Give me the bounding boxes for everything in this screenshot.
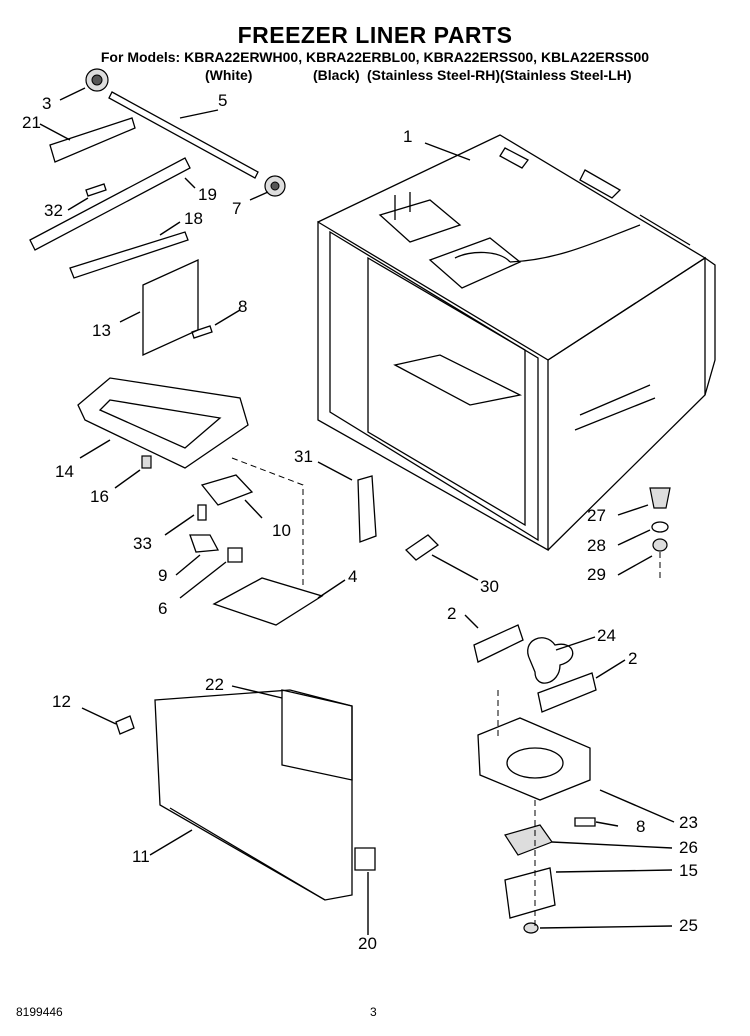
callout-12: 12 (52, 692, 71, 711)
part-2-pad-lower (537, 672, 597, 713)
part-22-vent (281, 689, 353, 781)
callout-22: 22 (205, 675, 224, 694)
callout-19: 19 (198, 185, 217, 204)
callout-13: 13 (92, 321, 111, 340)
part-5-rod (108, 91, 259, 179)
callout-7: 7 (232, 199, 242, 218)
callout-9: 9 (158, 566, 168, 585)
callout-8-upper: 8 (238, 297, 248, 316)
part-11-panel (154, 689, 353, 901)
callout-4: 4 (348, 567, 358, 586)
part-9-knob (189, 534, 220, 553)
part-28-ring (651, 521, 669, 533)
callout-3: 3 (42, 94, 52, 113)
part-26-motor (504, 824, 553, 856)
callout-15: 15 (679, 861, 698, 880)
part-19-rail (29, 157, 191, 251)
callout-25: 25 (679, 916, 698, 935)
callout-11: 11 (132, 847, 150, 866)
callout-6: 6 (158, 599, 168, 618)
callout-20: 20 (358, 934, 377, 953)
part-12-screw (115, 715, 135, 735)
part-23-fan-housing (477, 717, 591, 801)
page-title: FREEZER LINER PARTS (237, 22, 513, 48)
part-7-gear (264, 175, 286, 197)
part-18-rail (69, 231, 189, 279)
callout-23: 23 (679, 813, 698, 832)
variant-white: (White) (205, 67, 253, 83)
part-21-bracket (49, 117, 136, 163)
page-number: 3 (370, 1005, 377, 1019)
callout-5: 5 (218, 91, 228, 110)
callout-26: 26 (679, 838, 698, 857)
part-1-freezer-liner (317, 134, 716, 552)
callout-33: 33 (133, 534, 152, 553)
callout-27: 27 (587, 506, 606, 525)
callout-8-lower: 8 (636, 817, 646, 836)
part-15-bracket (504, 867, 556, 919)
variant-black: (Black) (313, 67, 360, 83)
part-8-screw-lower (574, 817, 596, 827)
callout-29: 29 (587, 565, 606, 584)
callout-32: 32 (44, 201, 63, 220)
callout-2-lower: 2 (628, 649, 638, 668)
variant-stainless: (Stainless Steel-RH)(Stainless Steel-LH) (367, 67, 632, 83)
part-29-grommet (652, 538, 668, 552)
callout-16: 16 (90, 487, 109, 506)
part-6-clip (227, 547, 243, 563)
part-13-bracket (142, 258, 199, 357)
part-8-screw-upper (191, 325, 213, 339)
part-32-screw (85, 183, 107, 197)
callout-24: 24 (597, 626, 616, 645)
part-14-tray (77, 377, 249, 469)
part-3-gear (85, 68, 109, 92)
part-16-clip (141, 455, 152, 469)
part-4-grille (212, 577, 324, 626)
part-25-nut (523, 922, 539, 934)
part-30-cylinder (404, 534, 440, 561)
callout-31: 31 (294, 447, 313, 466)
part-2-pad-upper (473, 624, 524, 663)
part-24-fan-blade (527, 637, 574, 684)
part-20-tube (354, 847, 376, 871)
doc-number: 8199446 (16, 1005, 63, 1019)
callout-14: 14 (55, 462, 74, 481)
callout-30: 30 (480, 577, 499, 596)
callout-1: 1 (403, 127, 413, 146)
part-10-housing (200, 474, 254, 506)
callout-18: 18 (184, 209, 203, 228)
callout-10: 10 (272, 521, 291, 540)
part-27-cap (649, 487, 671, 509)
part-31-duct (357, 475, 377, 543)
part-33-screw (197, 504, 207, 521)
models-line: For Models: KBRA22ERWH00, KBRA22ERBL00, … (100, 49, 650, 65)
callout-2-upper: 2 (447, 604, 457, 623)
callout-21: 21 (22, 113, 41, 132)
callout-28: 28 (587, 536, 606, 555)
